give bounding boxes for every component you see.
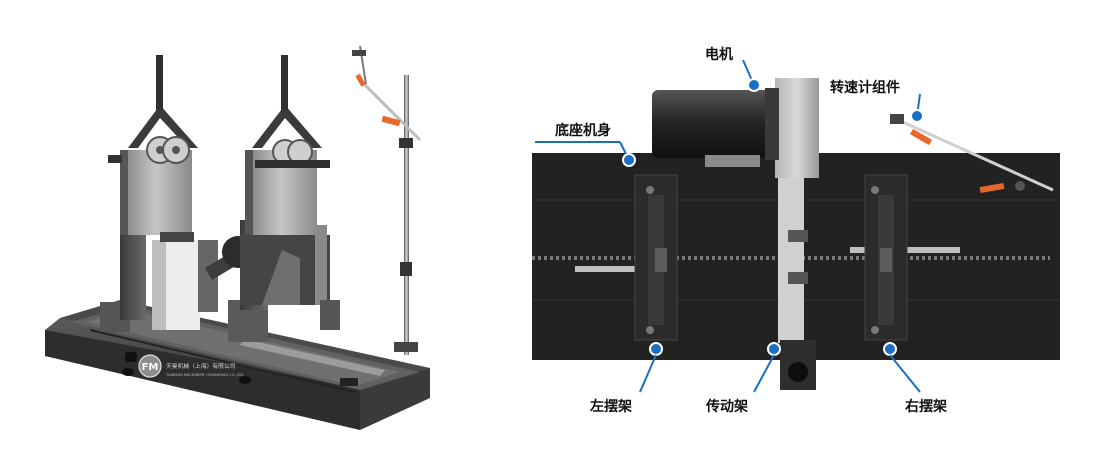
left-swing-frame-3d — [100, 55, 198, 332]
right-swing-frame-top — [864, 174, 908, 341]
base-bed — [45, 300, 430, 430]
label-tachometer-assembly: 转速计组件 — [830, 80, 900, 96]
right-swing-frame-3d — [228, 55, 340, 342]
left-swing-frame-top — [634, 174, 678, 341]
label-base-body: 底座机身 — [555, 123, 611, 139]
label-motor: 电机 — [705, 47, 733, 63]
motor-callout-dot — [747, 78, 761, 92]
label-drive-frame: 传动架 — [706, 399, 748, 415]
tachometer-callout-dot — [910, 109, 924, 123]
company-logo: FM — [138, 354, 162, 378]
drive-frame-callout-dot — [767, 342, 781, 356]
machine-3d-illustration: FM 天曼机械（上海）有限公司 TIANMAN MACHINERY (SHANG… — [45, 45, 430, 430]
company-name-cn: 天曼机械（上海）有限公司 — [166, 362, 236, 370]
motor-top — [652, 88, 779, 167]
right-frame-callout-dot — [883, 342, 897, 356]
base-callout-dot — [622, 153, 636, 167]
label-left-swing-frame: 左摆架 — [590, 399, 632, 415]
drive-frame-top — [775, 78, 819, 390]
callouts — [535, 59, 924, 393]
svg-text:FM: FM — [142, 362, 159, 373]
machine-top-view — [480, 0, 1101, 459]
machine-top-view-illustration — [532, 59, 1060, 393]
machine-3d-view: FM 天曼机械（上海）有限公司 TIANMAN MACHINERY (SHANG… — [0, 0, 480, 459]
company-name-en: TIANMAN MACHINERY (SHANGHAI) CO.,LTD. — [165, 373, 244, 377]
label-right-swing-frame: 右摆架 — [905, 399, 947, 415]
center-block-3d — [152, 232, 218, 330]
left-frame-callout-dot — [649, 342, 663, 356]
tachometer-assembly-top — [890, 114, 1054, 194]
tachometer-stand-3d — [352, 45, 422, 355]
